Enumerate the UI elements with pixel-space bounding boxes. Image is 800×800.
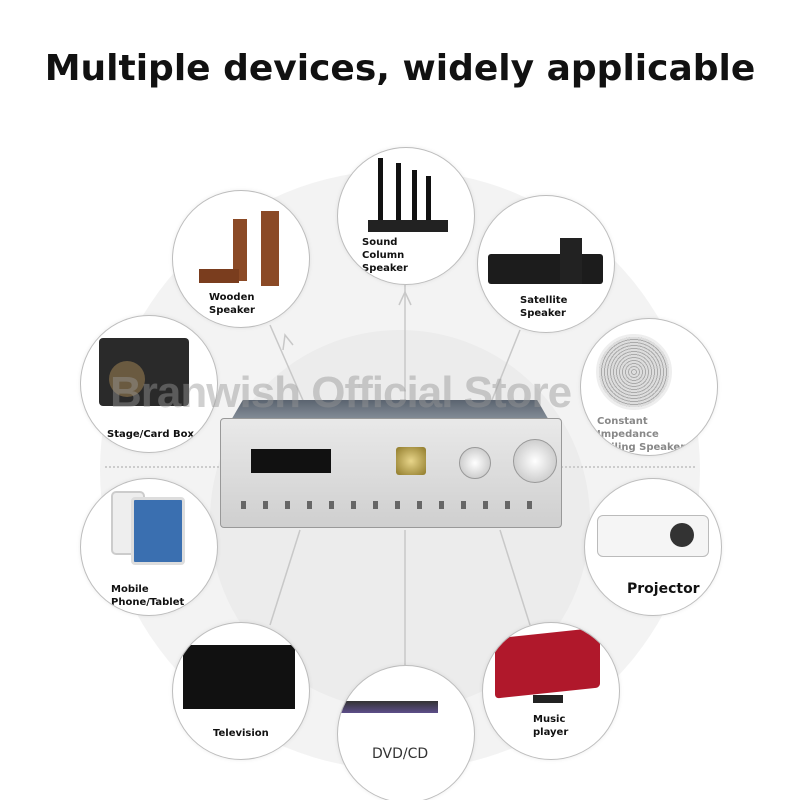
device-television: Television bbox=[172, 622, 310, 760]
watermark: Branwish Official Store bbox=[110, 368, 572, 417]
amplifier-display bbox=[251, 449, 331, 473]
master-volume-knob bbox=[513, 439, 557, 483]
label-dvd: DVD/CD bbox=[372, 746, 429, 762]
device-stage-box: Stage/Card Box bbox=[80, 315, 218, 453]
device-music-player: Music player bbox=[482, 622, 620, 760]
label-music-player: Music player bbox=[533, 714, 569, 738]
device-satellite-speaker: Satellite Speaker bbox=[477, 195, 615, 333]
mic-volume-knob bbox=[459, 447, 491, 479]
device-wooden-speaker: Wooden Speaker bbox=[172, 190, 310, 328]
device-ceiling-speaker: Constant Impedance Ceiling Speaker bbox=[580, 318, 718, 456]
label-projector: Projector bbox=[627, 581, 700, 597]
device-dvd: DVD/CD bbox=[337, 665, 475, 800]
amplifier-buttons bbox=[241, 501, 541, 509]
label-satellite-speaker: Satellite Speaker bbox=[520, 295, 568, 319]
amplifier-top bbox=[230, 400, 550, 422]
device-sound-column: Sound Column Speaker bbox=[337, 147, 475, 285]
vu-meter bbox=[396, 447, 426, 475]
amplifier bbox=[220, 418, 562, 528]
page-title: Multiple devices, widely applicable bbox=[44, 48, 756, 89]
label-sound-column: Sound Column Speaker bbox=[362, 237, 408, 274]
device-projector: Projector bbox=[584, 478, 722, 616]
device-mobile-tablet: Mobile Phone/Tablet bbox=[80, 478, 218, 616]
label-ceiling-speaker: Constant Impedance Ceiling Speaker bbox=[597, 416, 686, 453]
label-television: Television bbox=[213, 728, 269, 739]
label-wooden-speaker: Wooden Speaker bbox=[209, 292, 255, 316]
label-mobile-tablet: Mobile Phone/Tablet bbox=[111, 584, 185, 608]
label-stage-box: Stage/Card Box bbox=[107, 429, 194, 440]
